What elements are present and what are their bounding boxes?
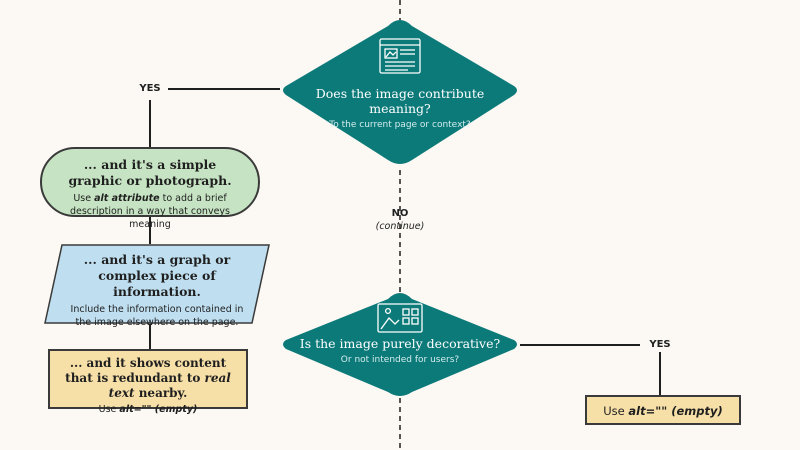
decision-diamond-meaning (283, 20, 517, 164)
redundant-title: ... and it shows content that is redunda… (65, 356, 231, 400)
decorative-result-use: Use alt="" (empty) (603, 404, 723, 418)
decision-decorative-text: Is the image purely decorative? Or not i… (292, 336, 508, 365)
complex-info-desc: Include the information contained in the… (70, 304, 244, 328)
decision-decorative-subtitle: Or not intended for users? (340, 355, 460, 365)
web-page-image-icon (379, 38, 421, 74)
decision-diamond-decorative (283, 293, 517, 396)
label-no-text: NO (391, 208, 409, 219)
label-no: NO (continue) (370, 208, 430, 232)
decision-meaning-text: Does the image contribute meaning? To th… (292, 86, 508, 130)
redundant-use: Use alt="" (empty) (98, 404, 198, 415)
decision-meaning-subtitle: To the current page or context? (329, 120, 471, 130)
simple-graphic-title: ... and it's a simple graphic or photogr… (68, 157, 232, 188)
parallelogram-shape (44, 244, 270, 324)
label-yes-right: YES (649, 339, 671, 350)
decision-meaning-title: Does the image contribute meaning? (315, 86, 485, 116)
complex-info-node: ... and it's a graph or complex piece of… (44, 244, 270, 328)
image-gallery-icon (377, 303, 423, 333)
simple-graphic-node: ... and it's a simple graphic or photogr… (40, 147, 260, 230)
label-yes-left: YES (139, 83, 161, 94)
label-no-sub: (continue) (375, 221, 425, 232)
decorative-result-node: Use alt="" (empty) (585, 395, 741, 425)
redundant-node: ... and it shows content that is redunda… (48, 349, 248, 415)
simple-graphic-desc: Use alt attribute to add a brief descrip… (69, 193, 230, 230)
decision-decorative-title: Is the image purely decorative? (299, 336, 501, 351)
complex-info-title: ... and it's a graph or complex piece of… (83, 252, 231, 299)
